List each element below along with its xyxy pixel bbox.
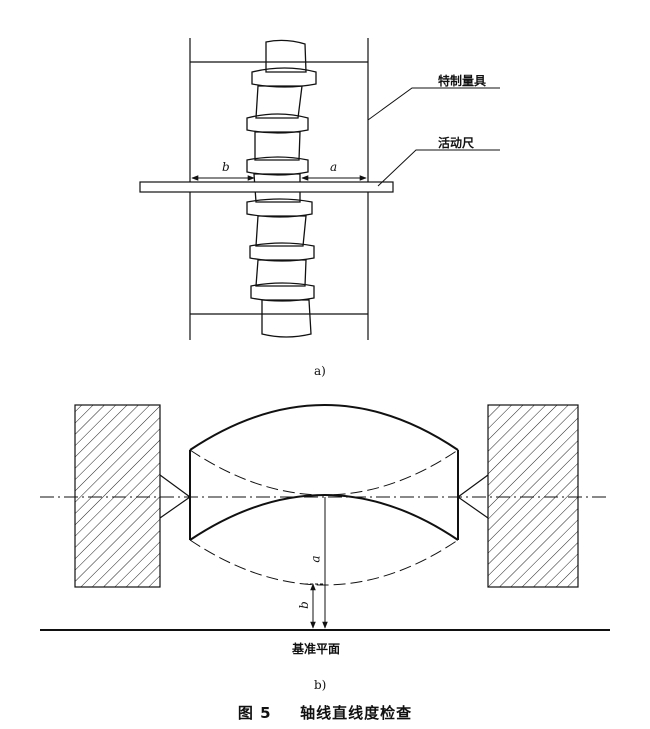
subfigure-label-b: b) bbox=[314, 678, 327, 692]
figure-number: 图 5 bbox=[237, 704, 272, 722]
dimension-label-a: a bbox=[330, 160, 338, 174]
leader-lines bbox=[367, 87, 500, 187]
column-workpiece bbox=[246, 39, 317, 338]
figure-title: 轴线直线度检查 bbox=[300, 704, 413, 722]
right-support-block bbox=[487, 404, 579, 588]
callout-special-gauge: 特制量具 bbox=[438, 74, 487, 88]
left-support-block bbox=[74, 404, 161, 588]
datum-plane-label: 基准平面 bbox=[292, 642, 341, 656]
dimension-label-b: b bbox=[222, 160, 230, 174]
figure-caption: 图 5 轴线直线度检查 bbox=[0, 702, 650, 723]
callout-movable-ruler: 活动尺 bbox=[438, 136, 475, 150]
subfigure-label-a: a) bbox=[314, 364, 326, 378]
movable-ruler bbox=[139, 181, 394, 193]
dimension-label-b-vertical: b bbox=[296, 601, 311, 609]
dimension-label-a-vertical: a bbox=[308, 555, 323, 563]
dimension-lines-b bbox=[305, 497, 328, 629]
figure-a bbox=[139, 38, 500, 340]
figure-b bbox=[40, 404, 610, 631]
bent-shaft bbox=[189, 404, 459, 541]
